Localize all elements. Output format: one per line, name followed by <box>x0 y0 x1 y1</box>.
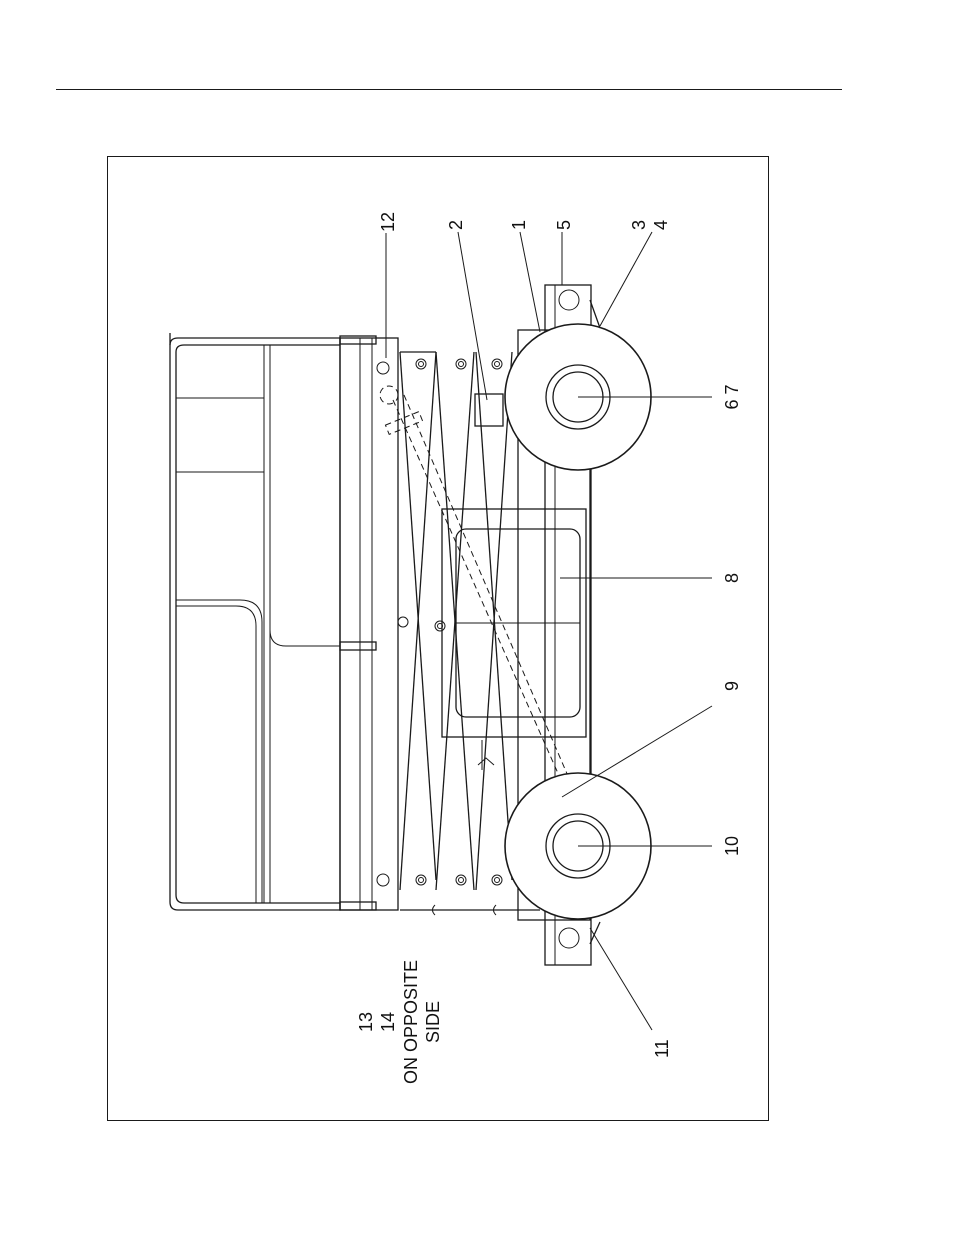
note-line-on-opposite: ON OPPOSITE <box>401 960 421 1084</box>
callout-8: 8 <box>722 573 742 583</box>
front-wheel <box>505 290 651 470</box>
note-line-side: SIDE <box>423 1001 443 1043</box>
callout-3: 3 <box>629 220 649 230</box>
note-line-13: 13 <box>356 1012 376 1032</box>
callout-4: 4 <box>651 220 671 230</box>
guardrail <box>170 333 340 910</box>
note-line-14: 14 <box>378 1012 398 1032</box>
callout-5: 5 <box>554 220 574 230</box>
side-tray <box>442 509 586 737</box>
callout-6-7: 6 7 <box>722 384 742 409</box>
platform-deck <box>340 336 408 910</box>
callout-1: 1 <box>509 220 529 230</box>
callout-9: 9 <box>722 681 742 691</box>
callout-10: 10 <box>722 836 742 856</box>
opposite-side-note: 13 14 ON OPPOSITE SIDE <box>356 960 443 1084</box>
callout-2: 2 <box>446 220 466 230</box>
callout-11: 11 <box>652 1039 672 1058</box>
rear-wheel <box>505 773 651 948</box>
callout-12: 12 <box>378 212 398 232</box>
